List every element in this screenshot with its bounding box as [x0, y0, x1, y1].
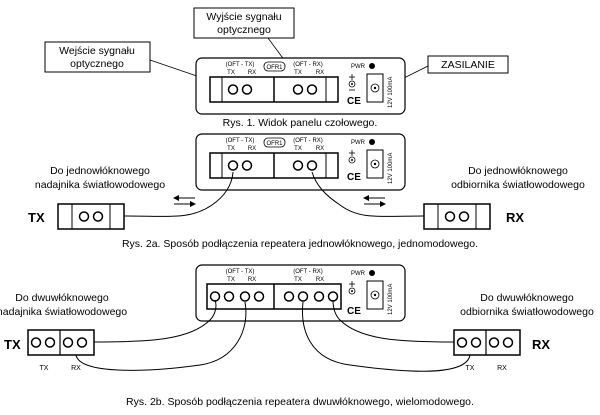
tx-sub-label: TX: [227, 277, 235, 283]
callout-power: ZASILANIE: [391, 55, 509, 85]
left-device-label-line2: nadajnika światłowodowego: [0, 306, 127, 318]
ce-mark: CE: [347, 96, 361, 107]
pwr-label: PWR: [351, 140, 366, 146]
rx-label: RX: [506, 210, 524, 225]
callout-input: Wejście sygnału optycznego: [44, 41, 233, 89]
tx-port-label: TX: [466, 365, 475, 372]
pwr-label: PWR: [351, 271, 366, 277]
tx-label: TX: [28, 210, 45, 225]
port-rx-label: (OFT - RX): [293, 138, 323, 144]
power-led-icon: [369, 139, 375, 145]
ce-mark: CE: [347, 306, 361, 317]
rx-sub-label: RX: [316, 70, 324, 76]
pwr-label: PWR: [351, 64, 366, 70]
port-rx-label: (OFT - RX): [293, 62, 323, 68]
figure-2a: (OFT - TX) (OFT - RX) OFR1 TX RX TX RX P…: [28, 133, 585, 250]
callout-input-line2: optycznego: [70, 58, 124, 70]
right-device-label-line1: Do jednowłóknowego: [468, 165, 568, 177]
polarity-icon: [348, 150, 356, 164]
fiber-connector-icon: [227, 160, 253, 171]
right-device-label-line2: odbiornika światłowodowego: [451, 179, 585, 191]
figure-2a-caption: Rys. 2a. Sposób podłączenia repeatera je…: [122, 238, 478, 250]
left-device-label-line1: Do jednowłóknowego: [50, 165, 150, 177]
rx-port-label: RX: [71, 365, 81, 372]
ofr-label: OFR1: [266, 141, 283, 147]
fiber-connector-icon: [292, 84, 318, 95]
tx-port-label: TX: [40, 365, 49, 372]
callout-output: Wyjście sygnału optycznego: [193, 7, 303, 85]
callout-output-line1: Wyjście sygnału: [206, 11, 281, 23]
tx-label: TX: [4, 337, 21, 352]
port-rx-label: (OFT - RX): [293, 269, 323, 275]
polarity-icon: [348, 74, 356, 91]
rx-connector: [423, 203, 491, 230]
rx-port-label: RX: [497, 365, 507, 372]
tx-dual-connector: [27, 329, 95, 356]
rx-sub-label: RX: [316, 146, 324, 152]
direction-arrows-left: [173, 195, 196, 207]
ofr-label: OFR1: [266, 65, 283, 71]
callout-output-line2: optycznego: [217, 24, 271, 36]
right-device-label-line2: odbiornika światłowodowego: [460, 306, 594, 318]
power-led-icon: [369, 270, 375, 276]
figure-1-caption: Rys. 1. Widok panelu czołowego.: [223, 117, 378, 129]
figure-2b: (OFT - TX) (OFT - RX) TX RX TX RX PWR: [0, 264, 594, 408]
front-panel-1: (OFT - TX) (OFT - RX) OFR1 TX RX TX RX P…: [195, 57, 406, 115]
power-led-icon: [369, 63, 375, 69]
figure-1: Wejście sygnału optycznego Wyjście sygna…: [44, 7, 509, 129]
port-tx-label: (OFT - TX): [226, 62, 255, 68]
left-device-label-line1: Do dwuwłóknowego: [15, 292, 109, 304]
voltage-label: 12V 100mA: [388, 77, 394, 108]
ce-mark: CE: [347, 172, 361, 183]
fiber-connector-icon: [283, 291, 339, 302]
direction-arrows-right: [363, 195, 386, 207]
callout-input-line1: Wejście sygnału: [59, 45, 135, 57]
callout-power-text: ZASILANIE: [441, 59, 495, 71]
fiber-connector-icon: [209, 291, 265, 302]
tx-sub-label: TX: [294, 70, 302, 76]
rx-label: RX: [532, 337, 550, 352]
polarity-icon: [348, 281, 356, 295]
tx-connector: [57, 203, 125, 230]
rx-sub-label: RX: [248, 70, 256, 76]
voltage-label: 12V 100mA: [388, 284, 394, 315]
rx-dual-connector: [453, 329, 521, 356]
front-panel-2a: (OFT - TX) (OFT - RX) OFR1 TX RX TX RX P…: [195, 133, 406, 191]
fiber-connector-icon: [227, 84, 253, 95]
tx-sub-label: TX: [294, 146, 302, 152]
tx-sub-label: TX: [227, 70, 235, 76]
figure-2b-caption: Rys. 2b. Sposób podłączenia repeatera dw…: [126, 396, 474, 408]
front-panel-2b: (OFT - TX) (OFT - RX) TX RX TX RX PWR: [195, 264, 406, 322]
fiber-connector-icon: [292, 160, 318, 171]
tx-sub-label: TX: [294, 277, 302, 283]
rx-sub-label: RX: [248, 146, 256, 152]
tx-sub-label: TX: [227, 146, 235, 152]
rx-sub-label: RX: [316, 277, 324, 283]
port-tx-label: (OFT - TX): [226, 269, 255, 275]
port-tx-label: (OFT - TX): [226, 138, 255, 144]
voltage-label: 12V 100mA: [388, 153, 394, 184]
left-device-label-line2: nadajnika światłowodowego: [35, 179, 165, 191]
right-device-label-line1: Do dwuwłóknowego: [480, 292, 574, 304]
rx-sub-label: RX: [248, 277, 256, 283]
